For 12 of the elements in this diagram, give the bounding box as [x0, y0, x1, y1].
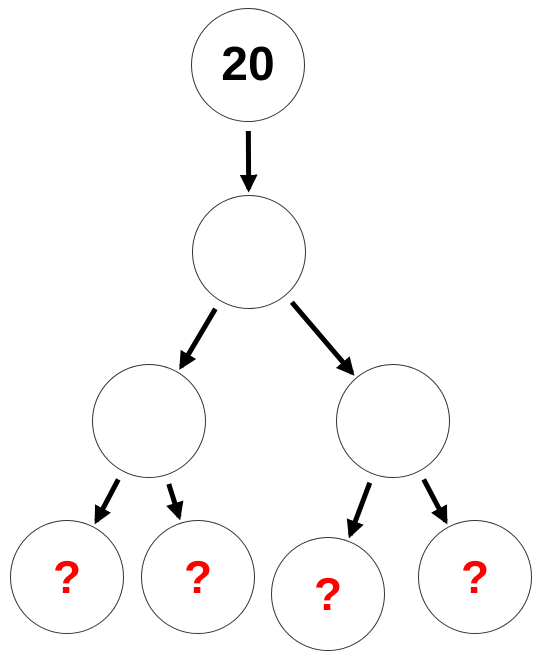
arrow — [240, 131, 258, 193]
unknown-value-mark: ? — [314, 571, 342, 617]
unknown-value-mark: ? — [184, 554, 212, 600]
arrow — [290, 300, 354, 376]
arrow — [94, 478, 120, 524]
unknown-value-mark: ? — [460, 554, 490, 600]
root-number: 20 — [221, 41, 275, 89]
arrow — [166, 483, 184, 520]
arrow — [422, 478, 448, 524]
unknown-value-mark: ? — [52, 554, 82, 600]
arrow — [346, 482, 372, 538]
arrow — [178, 308, 218, 370]
